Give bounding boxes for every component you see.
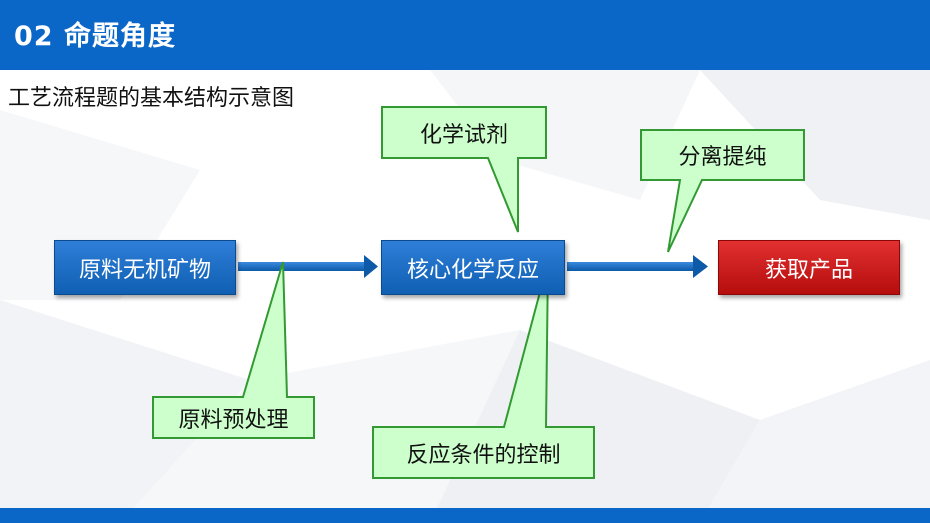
callout-pretreatment-shape [152, 261, 315, 439]
raw-material-box: 原料无机矿物 [54, 240, 236, 295]
condition-control-label: 反应条件的控制 [406, 442, 561, 468]
core-reaction-label: 核心化学反应 [406, 257, 539, 283]
section-title: 02 命题角度 [14, 21, 176, 52]
product-box: 获取产品 [718, 240, 900, 295]
diagram-subtitle: 工艺流程题的基本结构示意图 [8, 86, 295, 111]
callout-pretreatment: 原料预处理 [153, 397, 314, 438]
core-reaction-box: 核心化学反应 [381, 240, 565, 295]
arrow-core-to-product [567, 255, 708, 278]
raw-material-label: 原料无机矿物 [78, 257, 211, 283]
callout-separation: 分离提纯 [641, 130, 804, 180]
callout-chemical-reagent-shape [381, 106, 547, 233]
product-label: 获取产品 [764, 257, 853, 283]
pretreatment-label: 原料预处理 [178, 407, 289, 433]
callout-condition-control-shape [372, 261, 595, 479]
separation-label: 分离提纯 [678, 145, 767, 170]
callout-condition-control: 反应条件的控制 [373, 427, 594, 478]
header-bar: 02 命题角度 [0, 0, 930, 70]
callout-separation-shape [640, 129, 805, 253]
callout-chemical-reagent: 化学试剂 [382, 107, 546, 158]
arrow-raw-to-core [238, 255, 378, 278]
footer-bar [0, 508, 930, 523]
chemical-reagent-label: 化学试剂 [419, 122, 508, 148]
